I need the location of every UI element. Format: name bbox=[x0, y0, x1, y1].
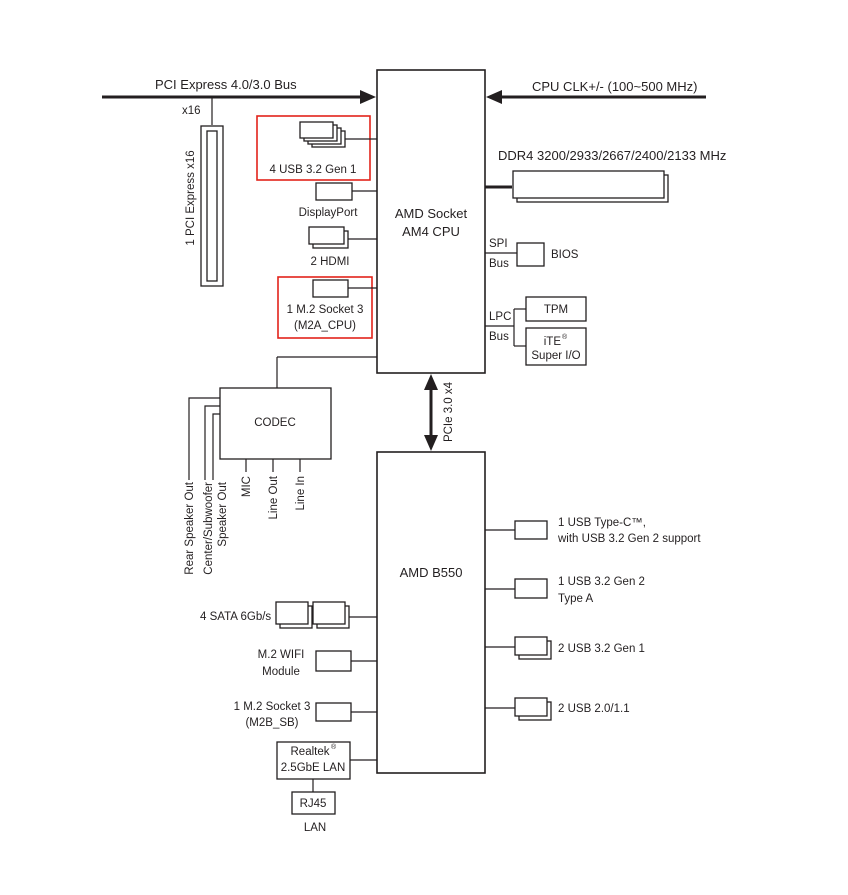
typec-port-icon bbox=[514, 520, 548, 540]
typec-label-line2: with USB 3.2 Gen 2 support bbox=[557, 533, 701, 545]
cpu-block bbox=[376, 69, 486, 374]
lpc-label: LPC bbox=[489, 311, 511, 323]
ite-label: iTE bbox=[544, 336, 562, 348]
chipset-label: AMD B550 bbox=[400, 565, 463, 580]
sata-port-2 bbox=[312, 601, 346, 625]
lan-chip-label-line1: Realtek bbox=[291, 746, 330, 758]
pcie-x16-slot-inner bbox=[206, 130, 218, 282]
codec-label: CODEC bbox=[254, 417, 296, 429]
gen2-label-line2: Type A bbox=[558, 593, 593, 605]
superio-label: Super I/O bbox=[531, 350, 580, 362]
usb2-label: 2 USB 2.0/1.1 bbox=[558, 703, 630, 715]
lan-chip-box bbox=[276, 741, 351, 780]
cpu-clk-arrowhead bbox=[486, 90, 502, 104]
sata-port-1 bbox=[275, 601, 309, 625]
pcie-slot-label: 1 PCI Express x16 bbox=[185, 150, 197, 245]
line-out-label: Line Out bbox=[268, 475, 280, 519]
m2-cpu-slot-icon bbox=[312, 279, 349, 298]
spi-label: SPI bbox=[489, 238, 508, 250]
usb-gen1-label: 4 USB 3.2 Gen 1 bbox=[270, 164, 357, 176]
hdmi-port-1 bbox=[308, 226, 345, 245]
rj45-box bbox=[291, 791, 336, 815]
rear-speaker-label: Rear Speaker Out bbox=[184, 481, 196, 574]
gen2-label-line1: 1 USB 3.2 Gen 2 bbox=[558, 576, 645, 588]
m2-cpu-highlight bbox=[277, 276, 373, 339]
rear-speaker-line bbox=[188, 397, 220, 480]
ite-registered-mark: ® bbox=[562, 333, 568, 341]
ddr4-dimm-front bbox=[512, 170, 665, 199]
usb-gen1-highlight bbox=[256, 115, 371, 181]
ddr4-label: DDR4 3200/2933/2667/2400/2133 MHz bbox=[498, 148, 726, 163]
superio-box bbox=[525, 327, 587, 366]
m2-sb-slot-icon bbox=[315, 702, 352, 722]
wifi-label-line2: Module bbox=[262, 666, 300, 678]
tpm-label: TPM bbox=[544, 304, 568, 316]
lan-chip-label-line2: 2.5GbE LAN bbox=[281, 762, 346, 774]
wifi-label-line1: M.2 WIFI bbox=[258, 649, 305, 661]
center-subwoofer-label: Center/Subwoofer bbox=[203, 482, 215, 575]
bios-chip-icon bbox=[516, 242, 545, 267]
pcie-link-arrowhead-down bbox=[424, 435, 438, 451]
codec-box bbox=[219, 387, 332, 460]
displayport-label: DisplayPort bbox=[299, 207, 359, 219]
usb-port-stack-1 bbox=[299, 121, 334, 139]
wifi-slot-icon bbox=[315, 650, 352, 672]
gen1-label: 2 USB 3.2 Gen 1 bbox=[558, 643, 645, 655]
x16-label: x16 bbox=[182, 105, 201, 117]
mic-label: MIC bbox=[241, 476, 253, 497]
m2-sb-label-line1: 1 M.2 Socket 3 bbox=[234, 701, 311, 713]
m2-cpu-label-line2: (M2A_CPU) bbox=[294, 320, 356, 332]
m2-sb-label-line2: (M2B_SB) bbox=[245, 717, 298, 729]
speaker-out-line bbox=[212, 413, 220, 480]
displayport-connector-icon bbox=[315, 182, 353, 201]
typec-label-line1: 1 USB Type-C™, bbox=[558, 517, 646, 529]
pcie-bus-arrowhead bbox=[360, 90, 376, 104]
spi-bus-label: Bus bbox=[489, 258, 509, 270]
cpu-label-line2: AM4 CPU bbox=[402, 224, 460, 239]
lan-label: LAN bbox=[304, 822, 326, 834]
line-in-label: Line In bbox=[295, 476, 307, 511]
pcie-link-arrowhead-up bbox=[424, 374, 438, 390]
cpu-label-line1: AMD Socket bbox=[395, 206, 468, 221]
pcie-bus-label: PCI Express 4.0/3.0 Bus bbox=[155, 77, 297, 92]
lan-registered-mark: ® bbox=[331, 743, 337, 751]
gen1-port-1 bbox=[514, 636, 548, 656]
rj45-label: RJ45 bbox=[300, 798, 327, 810]
sata-label: 4 SATA 6Gb/s bbox=[200, 611, 271, 623]
pcie-link-label: PCIe 3.0 x4 bbox=[443, 381, 455, 442]
lpc-bus-label: Bus bbox=[489, 331, 509, 343]
usb2-port-1 bbox=[514, 697, 548, 717]
speaker-out-label: Speaker Out bbox=[217, 481, 229, 546]
tpm-box bbox=[525, 296, 587, 322]
m2-cpu-label-line1: 1 M.2 Socket 3 bbox=[287, 304, 364, 316]
cpu-clk-label: CPU CLK+/- (100~500 MHz) bbox=[532, 79, 697, 94]
hdmi-label: 2 HDMI bbox=[311, 256, 350, 268]
gen2-port-icon bbox=[514, 578, 548, 599]
chipset-block bbox=[376, 451, 486, 774]
bios-label: BIOS bbox=[551, 249, 579, 261]
center-sub-line bbox=[204, 405, 220, 480]
